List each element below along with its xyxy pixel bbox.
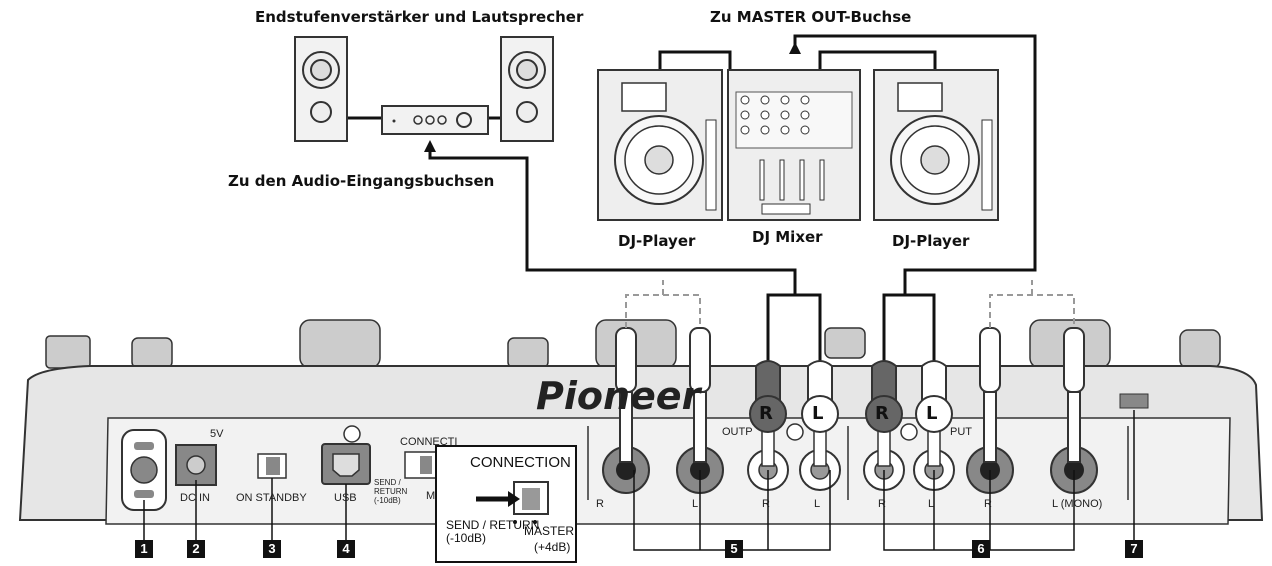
dj-mixer bbox=[727, 69, 861, 221]
usb-label: USB bbox=[334, 492, 357, 504]
marker-6: 6 bbox=[972, 540, 990, 558]
plug-r-label: R bbox=[875, 403, 889, 424]
dj-player-right bbox=[873, 69, 999, 221]
marker-7: 7 bbox=[1125, 540, 1143, 558]
dc-in-label: DC IN bbox=[180, 492, 210, 504]
callout-send-return: SEND / RETURN bbox=[446, 518, 540, 532]
amplifier-label: Endstufenverstärker und Lautsprecher bbox=[255, 8, 584, 26]
marker-1: 1 bbox=[135, 540, 153, 558]
player-mixer-cable-right bbox=[818, 50, 937, 70]
player-mixer-cable-left bbox=[658, 50, 732, 70]
callout-master-db: (+4dB) bbox=[534, 540, 571, 554]
input-label: PUT bbox=[950, 426, 972, 438]
arrow-up-icon bbox=[424, 140, 436, 152]
plug-r-label: R bbox=[759, 403, 773, 424]
out-r-label: R bbox=[596, 498, 604, 510]
out-l-label: L bbox=[692, 498, 699, 510]
phone-plugs bbox=[615, 327, 1085, 463]
master-small-label: M bbox=[426, 490, 436, 502]
in-l-mono-label: L (MONO) bbox=[1052, 498, 1103, 510]
audio-inputs-label: Zu den Audio-Eingangsbuchsen bbox=[228, 172, 495, 190]
marker-3: 3 bbox=[263, 540, 281, 558]
power-voltage-label: 5V bbox=[210, 428, 224, 440]
arrow-up-icon bbox=[789, 42, 801, 54]
audio-input-cable bbox=[428, 150, 797, 295]
pioneer-logo: Pioneer bbox=[536, 374, 701, 418]
callout-title: CONNECTION bbox=[470, 454, 571, 471]
marker-2: 2 bbox=[187, 540, 205, 558]
speaker-left bbox=[294, 36, 348, 142]
marker-5: 5 bbox=[725, 540, 743, 558]
out-rca-r-label: R bbox=[762, 498, 770, 510]
power-switch-label: ON STANDBY bbox=[236, 492, 307, 504]
callout-master: MASTER bbox=[524, 524, 575, 538]
master-out-cable bbox=[793, 34, 1037, 295]
connection-small-label: CONNECTI bbox=[400, 436, 458, 448]
dj-mixer-label: DJ Mixer bbox=[752, 228, 823, 246]
controller-rear bbox=[18, 319, 1264, 525]
send-return-small-label: SEND / RETURN (-10dB) bbox=[374, 478, 408, 505]
connection-callout bbox=[435, 445, 577, 563]
output-label: OUTP bbox=[722, 426, 753, 438]
speaker-right bbox=[500, 36, 554, 142]
in-rca-l-label: L bbox=[928, 498, 935, 510]
dj-player-right-label: DJ-Player bbox=[892, 232, 970, 250]
callout-send-return-db: (-10dB) bbox=[446, 531, 487, 545]
plug-l-label: L bbox=[812, 403, 824, 424]
amplifier bbox=[381, 105, 489, 135]
marker-4: 4 bbox=[337, 540, 355, 558]
plug-l-label: L bbox=[926, 403, 938, 424]
in-r-label: R bbox=[984, 498, 992, 510]
master-out-label: Zu MASTER OUT-Buchse bbox=[710, 8, 912, 26]
dj-player-left-label: DJ-Player bbox=[618, 232, 696, 250]
in-rca-r-label: R bbox=[878, 498, 886, 510]
dj-player-left bbox=[597, 69, 723, 221]
out-rca-l-label: L bbox=[814, 498, 821, 510]
rca-plugs bbox=[749, 360, 953, 467]
